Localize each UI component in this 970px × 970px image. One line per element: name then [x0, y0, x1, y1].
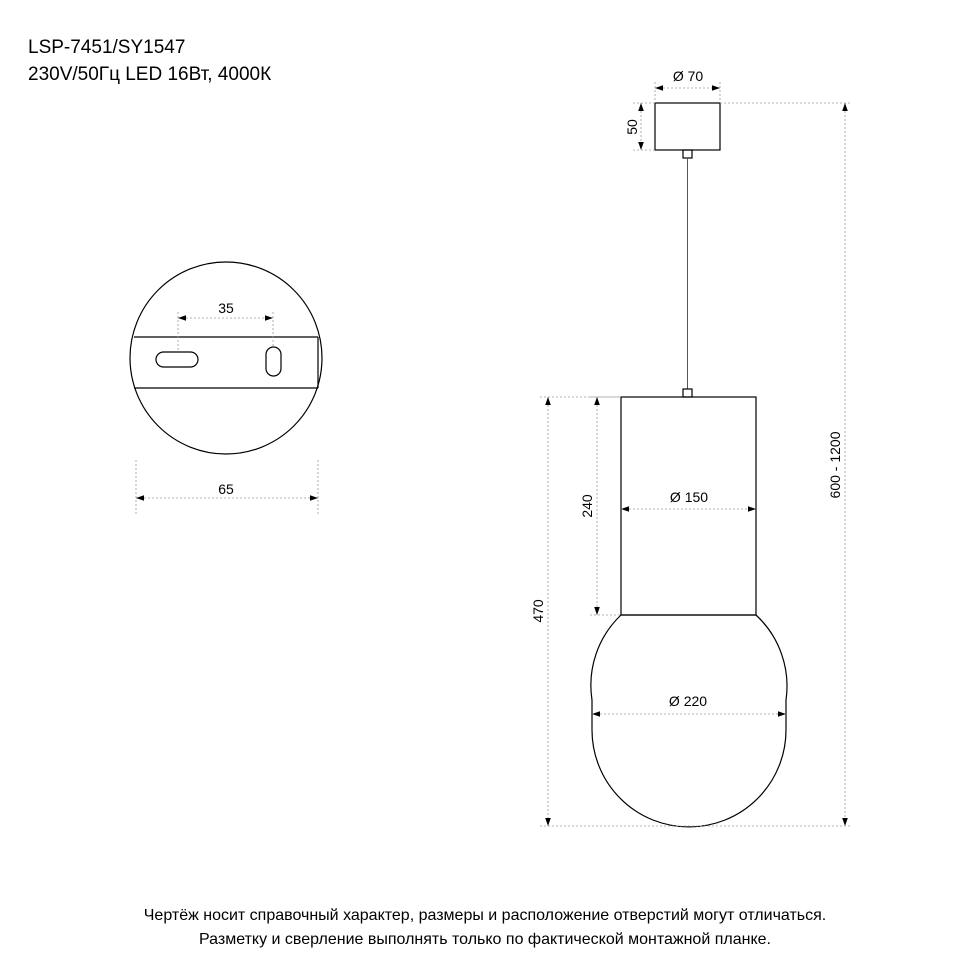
horizontal-slot-hole: [155, 351, 199, 368]
globe-diameter-label: Ø 220: [669, 693, 707, 709]
bracket-width-label: 65: [218, 481, 234, 497]
lamp-height-label: 470: [530, 599, 546, 623]
total-height-label: 600 - 1200: [827, 431, 843, 498]
canopy-diameter-label: Ø 70: [673, 68, 704, 84]
model-title: LSP-7451/SY1547: [28, 37, 186, 58]
disclaimer-line-2: Разметку и сверление выполнять только по…: [199, 931, 771, 948]
globe-diffuser: [590, 614, 788, 828]
technical-drawing: 35 65 Ø 70 50 600 - 1200: [129, 68, 852, 828]
shade-diameter-label: Ø 150: [670, 489, 708, 505]
bracket-hole-spacing-label: 35: [218, 300, 234, 316]
mounting-bracket-view: 35 65: [129, 261, 323, 514]
pendant-lamp-view: Ø 70 50 600 - 1200 240 Ø 150 470 Ø 220: [530, 68, 852, 828]
spec-subtitle: 230V/50Гц LED 16Вт, 4000К: [28, 64, 272, 85]
canopy-cable-clamp: [682, 149, 693, 159]
canopy-height-label: 50: [624, 119, 640, 135]
vertical-slot-hole: [265, 346, 282, 377]
disclaimer-line-1: Чертёж носит справочный характер, размер…: [143, 907, 827, 924]
shade-height-label: 240: [579, 494, 595, 518]
cylinder-shade: [620, 396, 757, 616]
canopy-circle-outline: [129, 261, 323, 455]
canopy-body: [654, 102, 721, 151]
shade-cable-clamp: [682, 388, 693, 398]
